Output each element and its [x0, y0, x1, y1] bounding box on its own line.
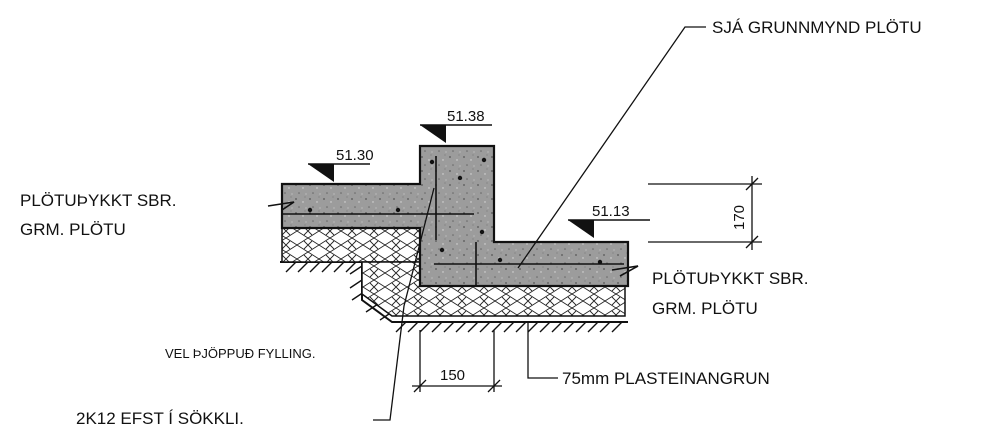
- elevation-marker-right: 51.13: [568, 203, 650, 238]
- leader-lines: [373, 26, 706, 421]
- fill-label: VEL ÞJÖPPUÐ FYLLING.: [165, 346, 316, 361]
- top-reference-label: SJÁ GRUNNMYND PLÖTU: [712, 18, 922, 37]
- rebar-dots: [307, 157, 603, 265]
- elevation-right-label: 51.13: [592, 203, 630, 220]
- slab-left-label-2: GRM. PLÖTU: [20, 220, 126, 239]
- elevation-marker-top: 51.38: [420, 108, 492, 143]
- rebar-lines: [267, 156, 639, 286]
- dimension-width: [412, 330, 502, 393]
- dimension-height: [648, 176, 762, 250]
- dimension-height-label: 170: [731, 205, 748, 230]
- concrete-section: [280, 144, 630, 288]
- slab-right-label-2: GRM. PLÖTU: [652, 299, 758, 318]
- dimension-width-label: 150: [440, 367, 465, 384]
- elevation-top-label: 51.38: [447, 108, 485, 125]
- rebar-label: 2K12 EFST Í SÖKKLI.: [76, 409, 244, 428]
- elevation-left-label: 51.30: [336, 147, 374, 164]
- slab-right-label-1: PLÖTUÞYKKT SBR.: [652, 269, 809, 288]
- elevation-marker-left: 51.30: [308, 147, 374, 182]
- insulation-label: 75mm PLASTEINANGRUN: [562, 369, 770, 388]
- slab-left-label-1: PLÖTUÞYKKT SBR.: [20, 191, 177, 210]
